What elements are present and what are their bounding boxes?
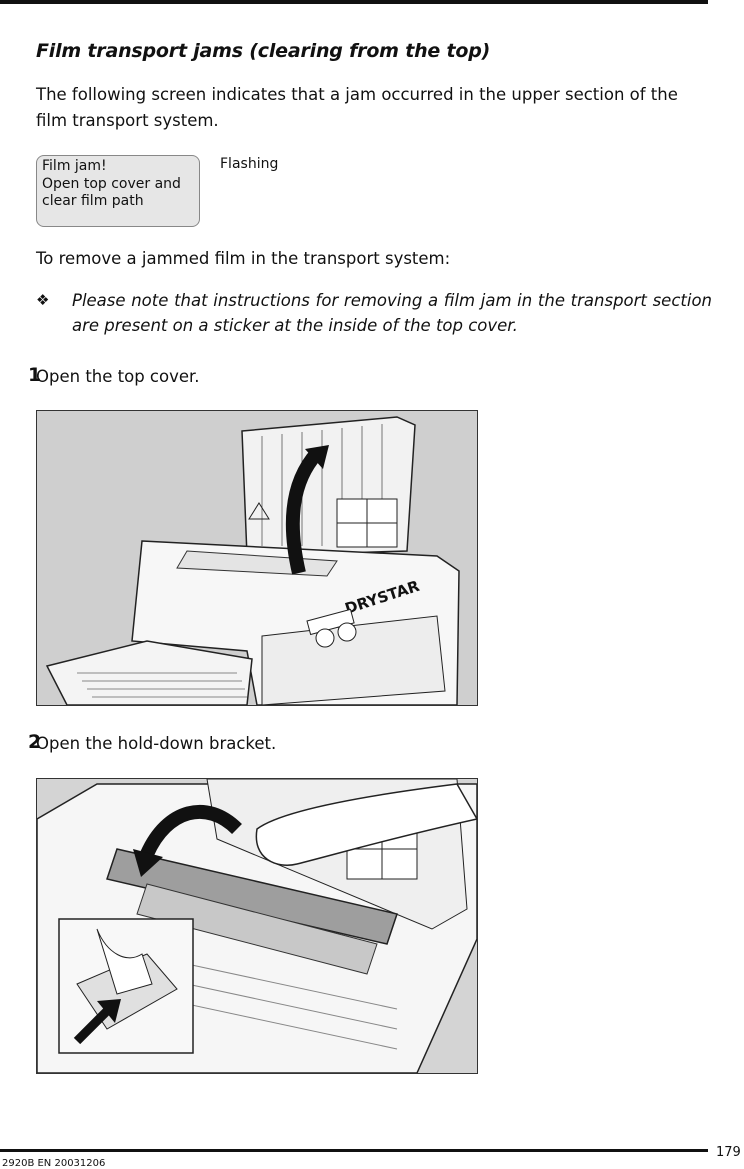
- step-number: 1: [28, 364, 42, 386]
- top-rule: [0, 0, 708, 4]
- display-status-label: Flashing: [220, 156, 279, 172]
- step-text: Open the top cover.: [36, 367, 200, 386]
- step-number: 2: [28, 731, 42, 753]
- section-heading: Film transport jams (clearing from the t…: [36, 40, 491, 62]
- lcd-line: clear film path: [42, 193, 144, 209]
- figure-open-top-cover: DRYSTAR: [36, 410, 478, 706]
- step-text: Open the hold-down bracket.: [36, 734, 277, 753]
- intro-paragraph: The following screen indicates that a ja…: [36, 85, 678, 130]
- bracket-illustration: [37, 779, 477, 1073]
- note-paragraph: Please note that instructions for removi…: [72, 291, 712, 335]
- bottom-rule: [0, 1149, 708, 1152]
- diamond-bullet-icon: ❖: [36, 291, 50, 309]
- figure-open-hold-down-bracket: [36, 778, 478, 1074]
- printer-illustration: DRYSTAR: [37, 411, 477, 705]
- lcd-line: Open top cover and: [42, 175, 181, 192]
- lead-in-text: To remove a jammed film in the transport…: [36, 249, 451, 268]
- page-number: 179: [716, 1145, 741, 1160]
- lcd-display-message: Film jam! Open top cover and clear film …: [36, 155, 200, 227]
- document-code: 2920B EN 20031206: [2, 1158, 106, 1169]
- lcd-line: Film jam!: [42, 158, 107, 174]
